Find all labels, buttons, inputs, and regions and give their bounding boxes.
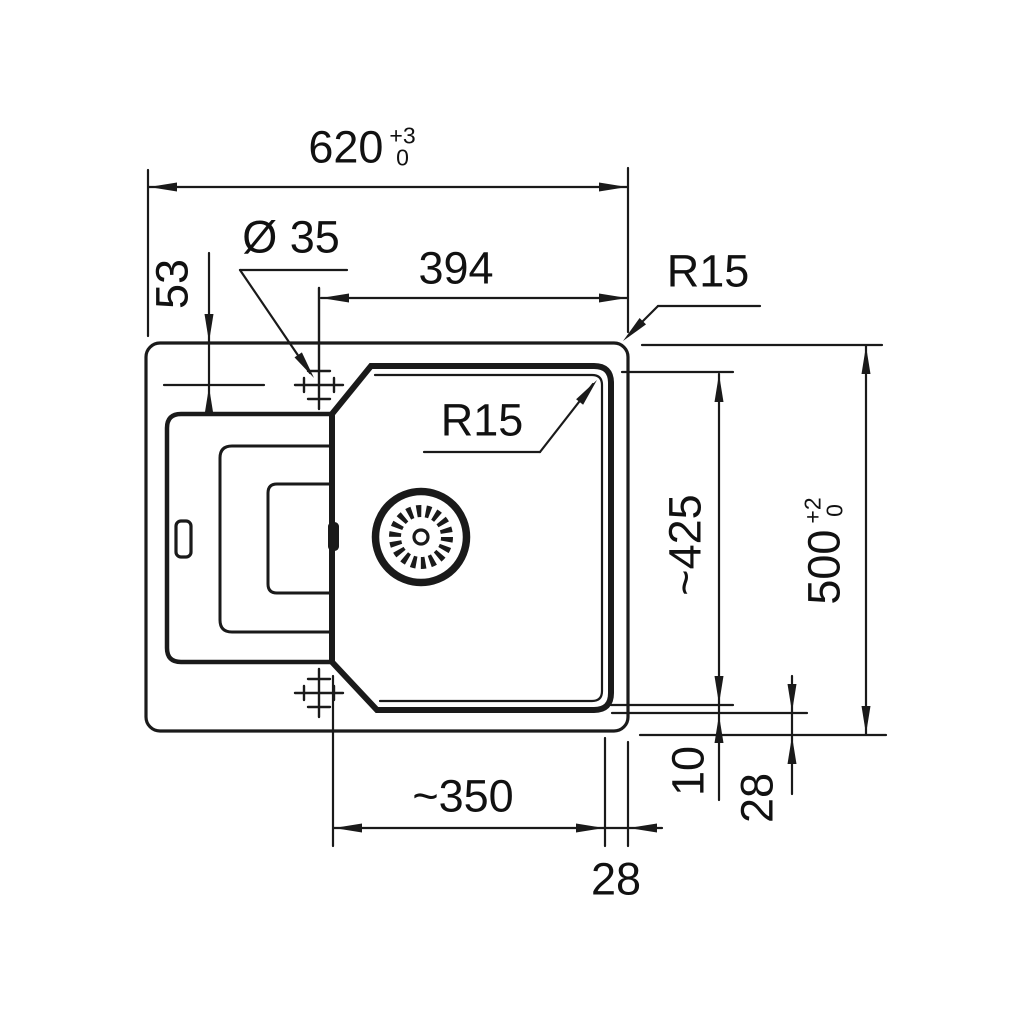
- dim-bowl-outer-width: [319, 293, 629, 303]
- label-bowl-outer-width: 394: [418, 242, 494, 294]
- sink-bowl: [329, 363, 614, 713]
- dim-hole-offset-top: [162, 251, 266, 415]
- faucet-hole-marker-top: [293, 286, 345, 411]
- dim-bowl-edge-gap: [609, 703, 809, 743]
- label-outer-corner-radius: R15: [666, 245, 750, 297]
- faucet-hole-marker-bottom: [293, 667, 345, 719]
- label-overall-width: 620 +3 0: [308, 121, 416, 173]
- label-rim-width-right: 28: [731, 772, 783, 824]
- label-bowl-inner-width: ~350: [412, 770, 514, 822]
- label-bowl-outer-depth: ~425: [659, 494, 711, 596]
- drainer-board: [164, 411, 339, 665]
- leader-inner-corner-radius: [422, 380, 597, 454]
- dim-rim-width-bottom: [602, 740, 664, 848]
- dim-overall-depth: [638, 343, 888, 737]
- drain-strainer-icon: [371, 487, 471, 587]
- label-overall-depth: 500 +2 0: [798, 497, 850, 605]
- overflow-notch: [328, 522, 339, 551]
- leader-hole-diameter: [238, 268, 349, 378]
- leader-outer-corner-radius: [623, 304, 762, 341]
- sink-outline: [144, 341, 630, 733]
- label-rim-width-bottom: 28: [590, 853, 642, 905]
- dim-overall-width: [146, 166, 630, 338]
- label-bowl-edge-gap: 10: [662, 745, 714, 797]
- drainer-groove: [174, 519, 193, 559]
- dim-bowl-inner-width: [331, 674, 607, 848]
- label-hole-offset-top: 53: [146, 258, 198, 310]
- label-inner-corner-radius: R15: [440, 394, 524, 446]
- label-hole-diameter: Ø 35: [242, 211, 340, 263]
